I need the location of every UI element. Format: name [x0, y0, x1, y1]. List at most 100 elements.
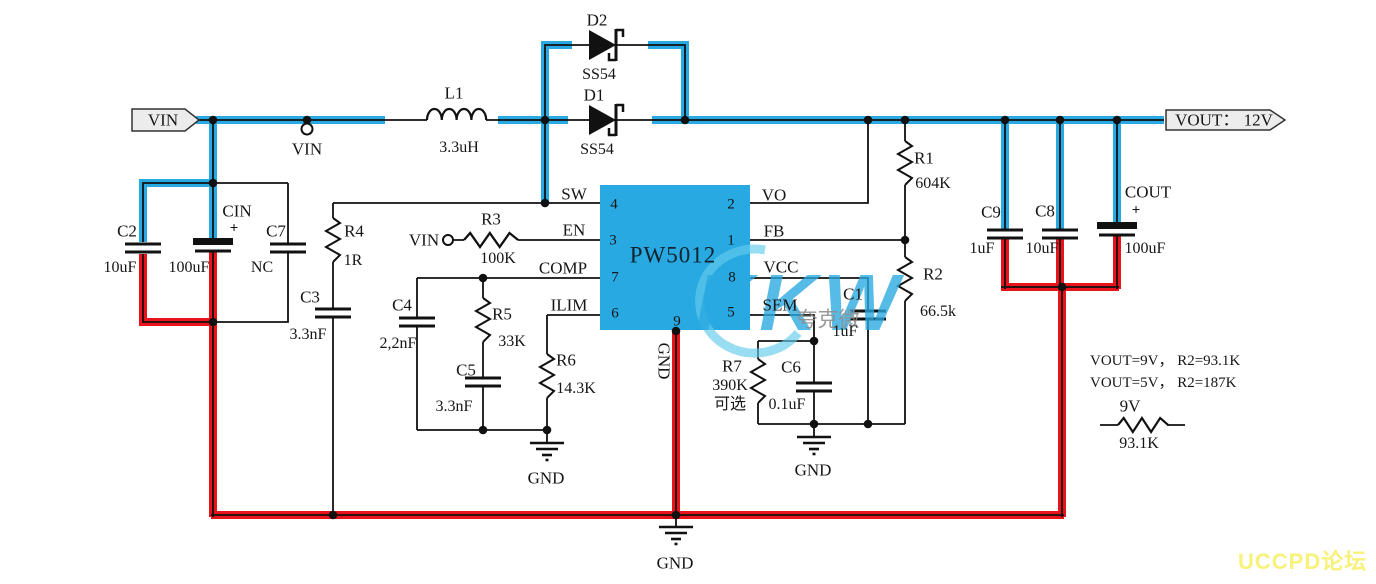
val-C8: 10uF [1025, 240, 1059, 257]
vin-tap-terminal-icon [300, 122, 314, 136]
ic-pin8-num: 8 [728, 269, 736, 286]
ref-R1: R1 [914, 148, 934, 168]
kkw-watermark: KKW [695, 258, 905, 347]
ref-R2: R2 [923, 264, 943, 284]
note-line1: VOUT=9V， R2=93.1K [1090, 353, 1241, 369]
ref-C3: C3 [300, 287, 320, 307]
ic-pin1-num: 1 [727, 232, 735, 249]
inductor-L1-icon [425, 107, 488, 121]
val-R1: 604K [915, 175, 951, 192]
val-C4: 2,2nF [379, 335, 417, 352]
capacitor-C2-icon [123, 242, 163, 254]
example-resistor-bottom: 93.1K [1119, 435, 1159, 452]
ref-R5: R5 [492, 304, 512, 324]
ref-C8: C8 [1035, 201, 1055, 221]
forum-watermark: UCCPD论坛 [1238, 549, 1368, 574]
capacitor-C9-icon [985, 228, 1025, 240]
val-R3: 100K [480, 250, 516, 267]
val-C1: 1uF [832, 323, 858, 340]
val-C7: NC [250, 259, 274, 276]
ref-L1: L1 [444, 83, 464, 103]
resistor-R1-icon [897, 140, 913, 186]
val-L1: 3.3uH [439, 139, 479, 156]
ref-C7: C7 [266, 221, 286, 241]
ref-C4: C4 [392, 295, 412, 315]
capacitor-C8-icon [1040, 228, 1080, 240]
val-D1: SS54 [580, 141, 614, 158]
resistor-R7-icon [750, 358, 766, 404]
vout-flag-icon [1165, 109, 1287, 131]
ic-pin7-num: 7 [611, 269, 619, 286]
gnd-label-comp: GND [527, 468, 565, 488]
vout-flag-label: VOUT： 12V [1175, 110, 1273, 130]
ref-C5: C5 [456, 360, 476, 380]
watermark-arc [695, 244, 802, 358]
polarity-COUT: + [1131, 202, 1141, 219]
ref-R7: R7 [722, 356, 742, 376]
ic-pin-fb-name: FB [763, 221, 785, 241]
val-C2: 10uF [103, 259, 137, 276]
vin-flag-icon [131, 108, 201, 132]
val-D2: SS54 [582, 66, 616, 83]
resistor-R5-icon [475, 297, 491, 343]
ic-pin-gnd-name: GND [654, 342, 674, 380]
ref-CIN: CIN [222, 201, 252, 221]
resistor-R3-icon [462, 231, 520, 249]
ref-C1: C1 [843, 284, 863, 304]
ic-pin6-num: 6 [611, 305, 619, 322]
note-R7: 可选 [713, 396, 747, 413]
note-line2: VOUT=5V， R2=187K [1090, 375, 1237, 391]
val-R6: 14.3K [556, 380, 596, 397]
gnd-label-main: GND [656, 553, 694, 573]
ic-pin9-num: 9 [673, 313, 681, 330]
ic-pin5-num: 5 [727, 304, 735, 321]
resistor-example-icon [1116, 416, 1170, 434]
ic-pin2-num: 2 [727, 196, 735, 213]
ic-pin-ilim-name: ILIM [550, 295, 588, 315]
ic-pin-en-name: EN [562, 220, 586, 240]
ref-D1: D1 [583, 85, 605, 105]
vin-r3-label: VIN [408, 230, 440, 250]
kkw-watermark-sub: 夸克微 [796, 307, 860, 332]
ref-C9: C9 [981, 202, 1001, 222]
resistor-R6-icon [539, 353, 555, 399]
vin-flag-label: VIN [147, 110, 179, 130]
vin-r3-terminal-icon [442, 234, 454, 246]
capacitor-C3-icon [313, 307, 353, 319]
ic-name: PW5012 [629, 242, 717, 268]
ic-pin-vo-name: VO [761, 185, 787, 205]
vin-net-label: VIN [291, 139, 323, 159]
gnd-symbol-main [657, 525, 695, 546]
ic-pin-sw-name: SW [561, 184, 587, 204]
ic-pin-vcc-name: VCC [763, 257, 799, 277]
gnd-symbol-sem [795, 435, 833, 456]
val-R4: 1R [343, 252, 363, 269]
junction-dots [208, 115, 1122, 520]
ref-R4: R4 [344, 221, 364, 241]
ref-C6: C6 [781, 357, 801, 377]
capacitor-COUT-icon [1095, 220, 1139, 237]
capacitor-CIN-icon [191, 236, 235, 253]
ref-C2: C2 [117, 221, 137, 241]
polarity-CIN: + [229, 220, 239, 237]
ic-pin-sem-name: SEM [762, 295, 798, 315]
ic-pin3-num: 3 [609, 232, 617, 249]
net-flags [131, 108, 1287, 246]
val-R7: 390K [712, 377, 748, 394]
resistor-R4-icon [325, 217, 341, 263]
gnd-label-sem: GND [794, 460, 832, 480]
gnd-symbol-comp [528, 441, 566, 462]
val-C6: 0.1uF [768, 396, 806, 413]
ic-pin4-num: 4 [610, 196, 618, 213]
component-symbols [123, 27, 1170, 546]
capacitor-C4-icon [397, 316, 437, 328]
val-C5: 3.3nF [435, 398, 473, 415]
ic-pin-comp-name: COMP [538, 258, 588, 278]
ref-R6: R6 [556, 350, 576, 370]
val-COUT: 100uF [1124, 240, 1166, 257]
val-R2: 66.5k [920, 303, 956, 320]
capacitor-C6-icon [794, 381, 834, 393]
val-C9: 1uF [969, 240, 995, 257]
